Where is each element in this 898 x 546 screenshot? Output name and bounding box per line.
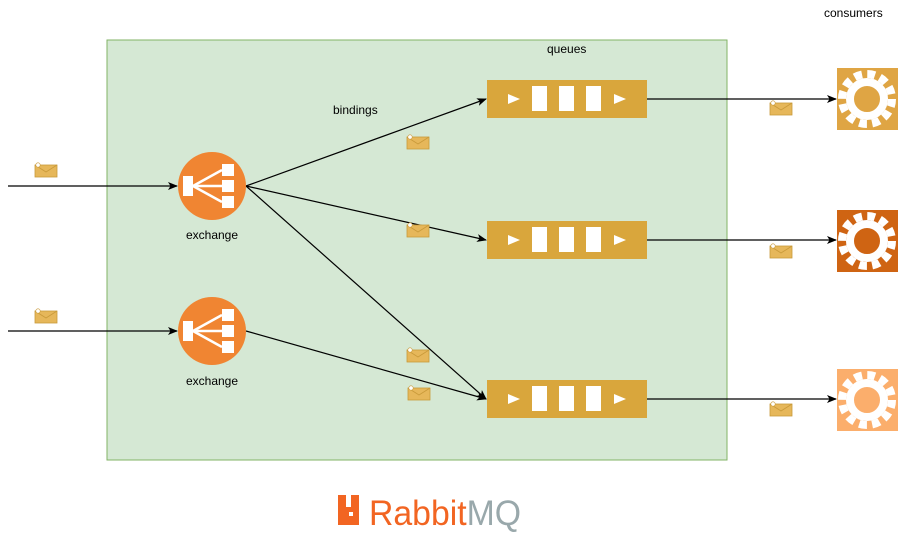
envelope-icon (769, 401, 793, 417)
envelope-icon (34, 308, 58, 324)
envelope-icon (406, 134, 430, 150)
binding-arrow-4 (245, 330, 487, 401)
consumers-label: consumers (824, 6, 883, 20)
envelope-icon (407, 385, 431, 401)
bindings-label: bindings (333, 103, 378, 117)
rabbitmq-logo: RabbitMQ (338, 494, 521, 533)
queues-label: queues (547, 42, 586, 56)
binding-arrow-1 (245, 98, 487, 187)
exchange-label-2: exchange (186, 374, 238, 388)
queue-icon[interactable] (487, 221, 647, 259)
envelope-icon (406, 222, 430, 238)
rabbitmq-logo-icon (338, 495, 359, 525)
fanout-exchange-icon[interactable] (176, 295, 248, 367)
exchange-label-1: exchange (186, 228, 238, 242)
binding-arrow-2 (245, 185, 487, 242)
envelope-icon (406, 347, 430, 363)
rabbitmq-logo-text: RabbitMQ (369, 494, 521, 533)
fanout-exchange-icon[interactable] (176, 150, 248, 222)
binding-arrow-3 (245, 185, 487, 400)
envelope-icon (769, 100, 793, 116)
envelope-icon (769, 243, 793, 259)
envelope-icon (34, 162, 58, 178)
queue-icon[interactable] (487, 380, 647, 418)
queue-icon[interactable] (487, 80, 647, 118)
